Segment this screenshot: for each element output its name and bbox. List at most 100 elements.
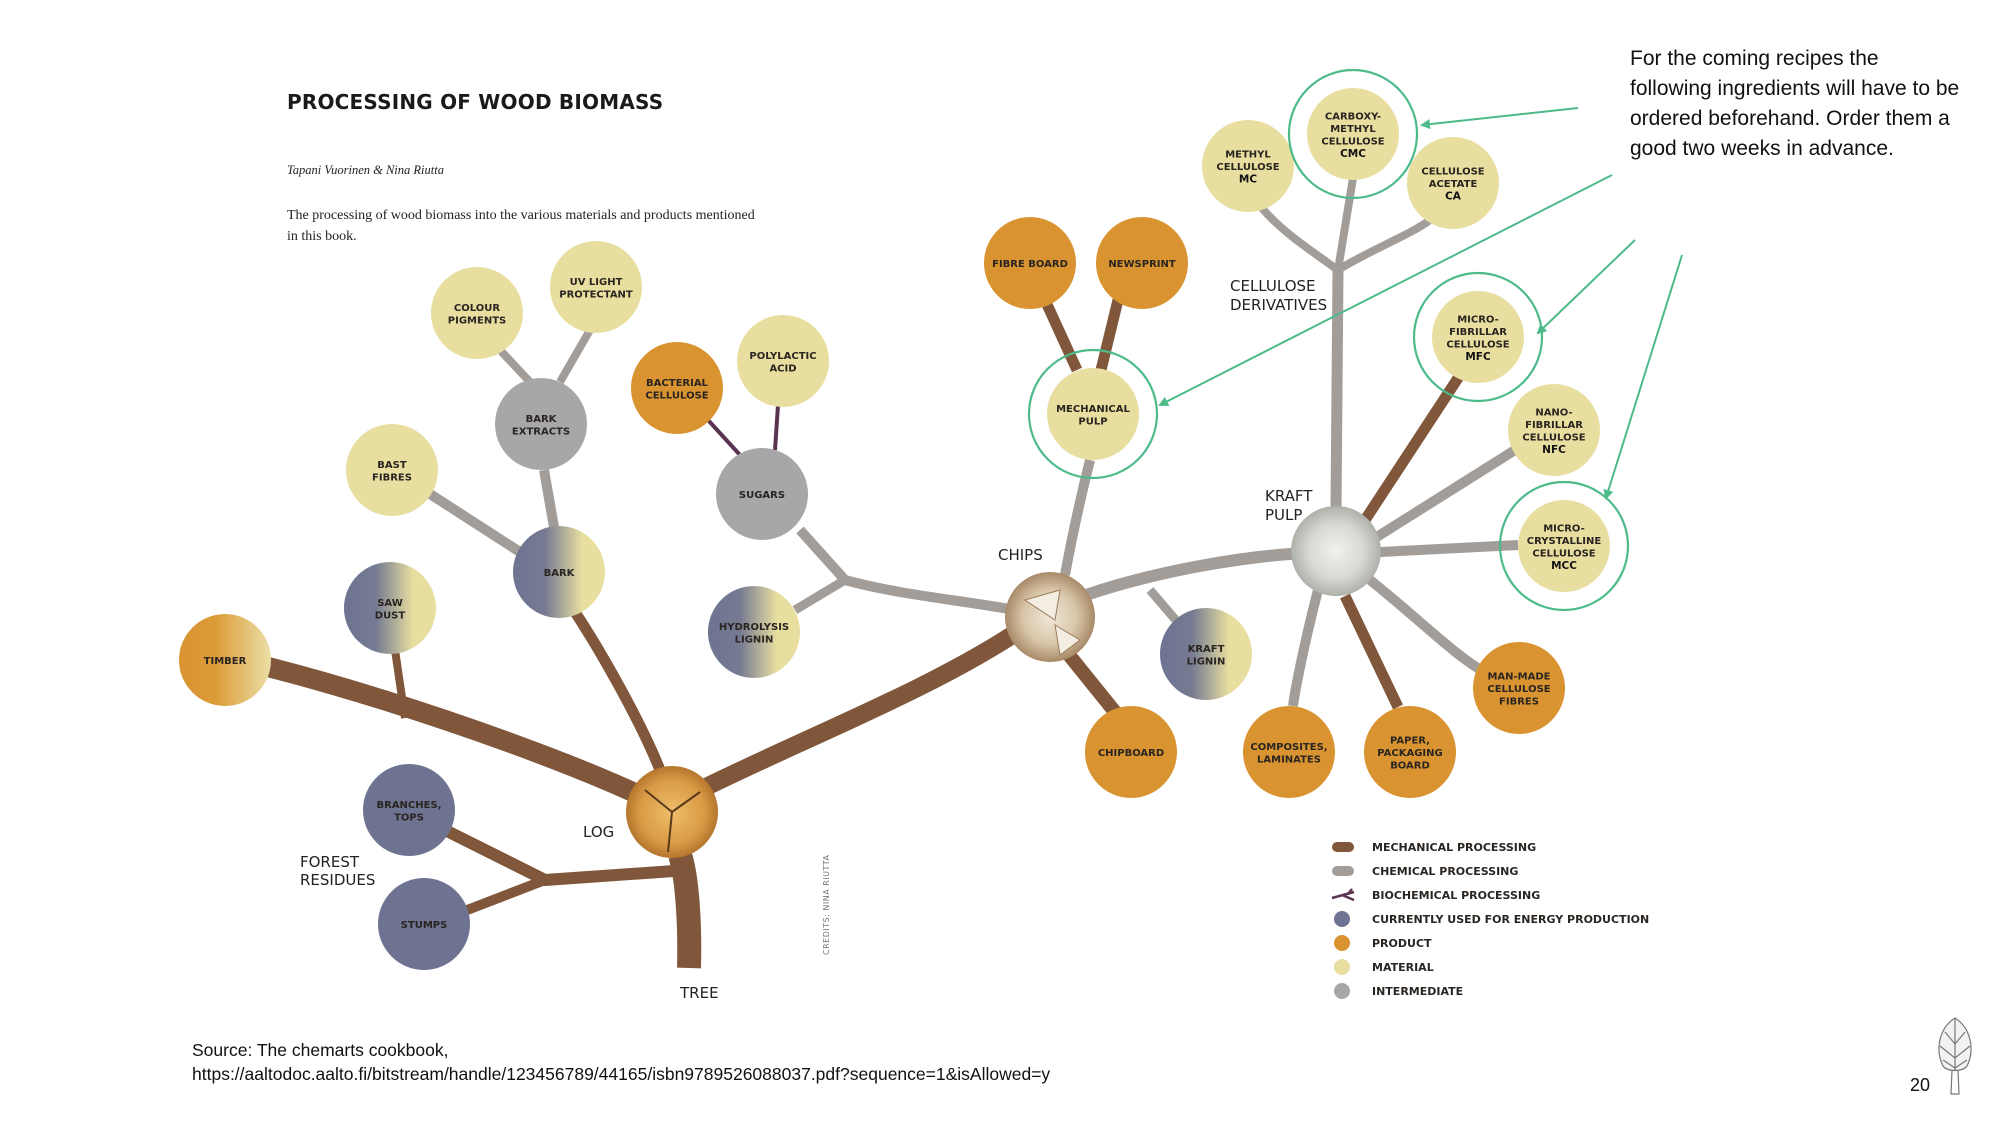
- hub-label-kraft-pulp-2: PULP: [1265, 506, 1302, 524]
- legend-item-product: PRODUCT: [1334, 935, 1432, 951]
- node-label: COMPOSITES,: [1250, 742, 1327, 753]
- node-circle: [431, 267, 523, 359]
- node-circle: [1047, 368, 1139, 460]
- source-url[interactable]: https://aaltodoc.aalto.fi/bitstream/hand…: [192, 1064, 1051, 1084]
- node-label: TOPS: [394, 812, 424, 823]
- node-circle: [1202, 120, 1294, 212]
- biomass-nodes: TIMBERSAWDUSTBARKBASTFIBRESBARKEXTRACTSC…: [179, 88, 1610, 970]
- node-bark: BARK: [513, 526, 605, 618]
- arrow-to-mcc: [1603, 254, 1683, 500]
- node-label: BAST: [377, 460, 407, 471]
- node-circle: [1085, 706, 1177, 798]
- node-label: FIBRE BOARD: [992, 259, 1068, 270]
- legend-label: INTERMEDIATE: [1372, 985, 1463, 998]
- source-title: Source: The chemarts cookbook,: [192, 1040, 449, 1060]
- kraft-mfc-edge: [1360, 371, 1465, 524]
- chips-kraft-edge: [1084, 547, 1311, 601]
- node-label: CARBOXY-: [1325, 111, 1381, 122]
- node-label: FIBRILLAR: [1525, 420, 1583, 431]
- node-circle: [550, 241, 642, 333]
- log-chips-edge: [695, 622, 1025, 799]
- hub-label-forest-residues-1: FOREST: [300, 853, 360, 871]
- node-circle: [1096, 217, 1188, 309]
- hub-label-log: LOG: [583, 823, 614, 841]
- hub-label-cellulose-derivatives-1: CELLULOSE: [1230, 277, 1316, 295]
- kraft-composites-edge: [1288, 588, 1323, 707]
- node-label: MECHANICAL: [1056, 404, 1130, 415]
- node-circle: [1364, 706, 1456, 798]
- node-circle: [708, 586, 800, 678]
- mechpulp-newsprint-edge: [1095, 298, 1124, 372]
- kraft-nfc-edge: [1369, 445, 1518, 545]
- node-label: MICRO-: [1543, 523, 1585, 534]
- hub-nodes: [626, 506, 1381, 858]
- legend-item-material: MATERIAL: [1334, 959, 1434, 975]
- bark-bast-edge: [427, 489, 523, 557]
- node-circle: [1508, 384, 1600, 476]
- node-circle: [179, 614, 271, 706]
- legend-label: CHEMICAL PROCESSING: [1372, 865, 1518, 878]
- node-label: BARK: [544, 568, 576, 579]
- legend-label: MATERIAL: [1372, 961, 1434, 974]
- node-circle: [631, 342, 723, 434]
- node-label: KRAFT: [1188, 644, 1225, 655]
- legend-item-biochemical: BIOCHEMICAL PROCESSING: [1331, 888, 1540, 902]
- node-label: NANO-: [1535, 407, 1572, 418]
- node-label: PACKAGING: [1377, 748, 1442, 759]
- intermediate-swatch-icon: [1334, 983, 1350, 999]
- node-label: SUGARS: [739, 490, 785, 501]
- node-chipboard: CHIPBOARD: [1085, 706, 1177, 798]
- node-circle: [1518, 500, 1610, 592]
- node-label: UV LIGHT: [570, 277, 623, 288]
- node-label: MAN-MADE: [1487, 672, 1550, 683]
- hub-label-forest-residues-2: RESIDUES: [300, 871, 375, 889]
- legend-item-chemical: CHEMICAL PROCESSING: [1332, 865, 1518, 878]
- node-label: CHIPBOARD: [1098, 748, 1164, 759]
- kraft-mcc-edge: [1379, 540, 1519, 557]
- node-label: BACTERIAL: [646, 378, 709, 389]
- mechanical-swatch-icon: [1332, 842, 1354, 852]
- node-label: CELLULOSE: [1321, 136, 1384, 147]
- barkextracts-colour-edge: [497, 347, 533, 385]
- node-label: HYDROLYSIS: [719, 622, 789, 633]
- node-label: STUMPS: [401, 920, 448, 931]
- node-label: COLOUR: [454, 303, 500, 314]
- node-label: CELLULOSE: [1421, 167, 1484, 178]
- node-circle: [1243, 706, 1335, 798]
- wood-chip-icon: [1023, 589, 1081, 656]
- node-label: FIBRES: [372, 472, 412, 483]
- node-label: MICRO-: [1457, 314, 1499, 325]
- node-circle: [1407, 137, 1499, 229]
- derivatives-mc-edge: [1258, 205, 1341, 274]
- hub-label-tree: TREE: [679, 984, 719, 1002]
- kraft-pulp-hub: [1291, 506, 1381, 596]
- authors: Tapani Vuorinen & Nina Riutta: [287, 163, 444, 177]
- log-bark-edge: [570, 608, 666, 773]
- chips-mechpulp-edge: [1060, 458, 1095, 576]
- node-circle: [1432, 291, 1524, 383]
- node-label: CELLULOSE: [1446, 339, 1509, 350]
- node-label: PULP: [1078, 416, 1107, 427]
- node-abbreviation: MFC: [1465, 351, 1491, 363]
- energy-swatch-icon: [1334, 911, 1350, 927]
- page-number: 20: [1910, 1075, 1931, 1095]
- hub-label-kraft-pulp-1: KRAFT: [1265, 487, 1313, 505]
- node-label: CELLULOSE: [1532, 548, 1595, 559]
- node-circle: [495, 378, 587, 470]
- node-stumps: STUMPS: [378, 878, 470, 970]
- highlight-ring-mechanical-pulp: [1027, 348, 1159, 480]
- chips-kraftlignin-edge: [1146, 587, 1184, 628]
- node-circle: [378, 878, 470, 970]
- node-branches-tops: BRANCHES,TOPS: [363, 764, 455, 856]
- chips-sugars-edge: [796, 526, 1016, 615]
- description: The processing of wood biomass into the …: [287, 208, 755, 244]
